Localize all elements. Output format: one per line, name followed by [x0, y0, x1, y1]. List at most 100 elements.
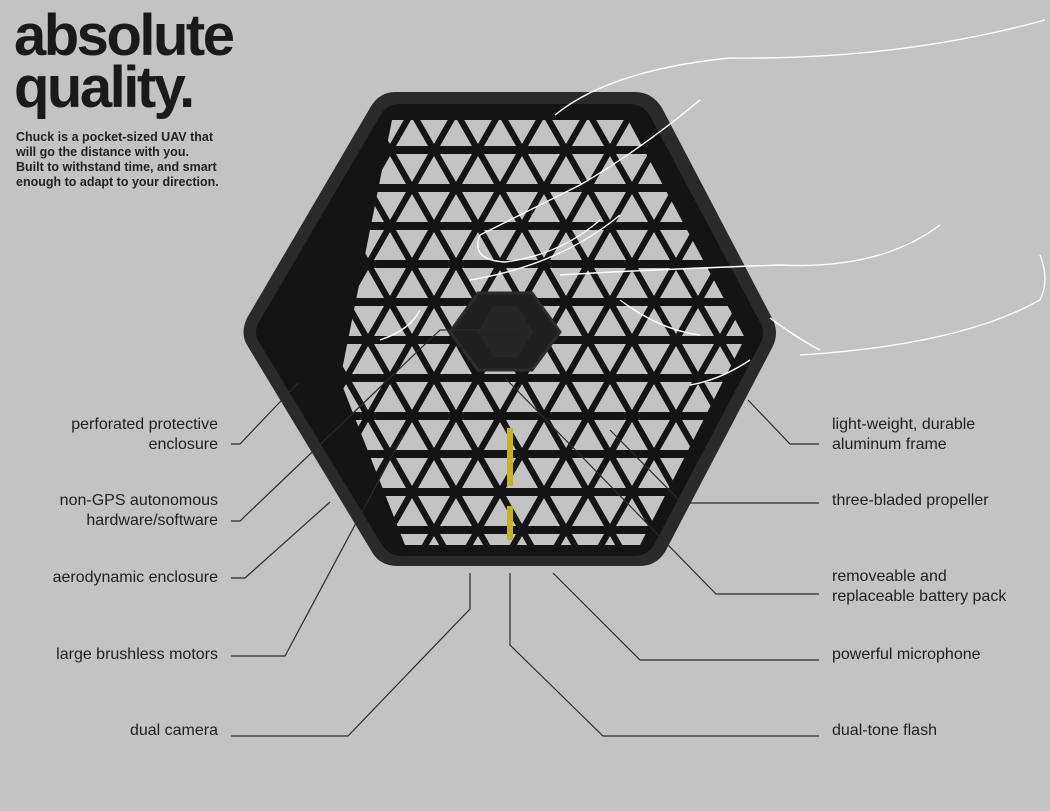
- perforation-hole: [242, 232, 274, 260]
- perforation-hole: [748, 574, 780, 602]
- intro-line: Built to withstand time, and smart: [16, 160, 217, 174]
- perforation-hole: [814, 116, 846, 144]
- perforation-hole: [242, 116, 274, 144]
- perforation-hole: [462, 420, 494, 448]
- perforation-hole: [792, 194, 824, 222]
- perforation-hole: [396, 498, 428, 526]
- perforation-hole: [242, 536, 274, 564]
- perforation-hole: [792, 498, 824, 526]
- perforation-hole: [638, 192, 670, 220]
- perforation-hole: [660, 574, 692, 602]
- hub-cap: [478, 306, 533, 357]
- perforation-hole: [770, 116, 802, 144]
- perforation-hole: [726, 536, 745, 545]
- perforation-hole: [418, 384, 450, 412]
- perforation-hole: [484, 194, 516, 222]
- perforation-hole: [638, 420, 670, 448]
- perforation-hole: [792, 306, 824, 334]
- perforation-hole: [506, 460, 538, 488]
- battery-pack-accent-lower: [507, 506, 513, 540]
- perforation-hole: [340, 344, 362, 372]
- perforation-hole: [748, 230, 780, 258]
- perforation-hole: [374, 232, 406, 260]
- perforation-hole: [528, 154, 560, 182]
- perforation-hole: [242, 192, 274, 220]
- perforation-hole: [572, 306, 604, 334]
- perforation-hole: [264, 498, 296, 526]
- perforation-hole: [352, 574, 384, 602]
- perforation-hole: [660, 270, 692, 298]
- perforation-hole: [770, 536, 802, 564]
- perforation-hole: [352, 306, 384, 334]
- perforation-hole: [792, 154, 824, 182]
- perforation-hole: [748, 498, 780, 526]
- perforation-hole: [440, 270, 472, 298]
- perforation-hole: [814, 268, 846, 296]
- perforation-hole: [308, 574, 340, 602]
- perforation-hole: [814, 384, 846, 412]
- perforation-hole: [682, 344, 714, 372]
- perforation-hole: [682, 268, 714, 296]
- perforation-hole: [528, 574, 560, 602]
- perforation-hole: [616, 458, 648, 486]
- perforation-hole: [594, 344, 626, 372]
- perforation-hole: [506, 268, 538, 296]
- perforation-hole: [340, 536, 362, 545]
- perforation-hole: [616, 194, 648, 222]
- perforation-hole: [770, 384, 802, 412]
- label-microphone: powerful microphone: [832, 645, 981, 665]
- perforation-hole: [528, 422, 560, 450]
- perforation-hole: [264, 534, 296, 562]
- label-propeller: three-bladed propeller: [832, 491, 989, 511]
- leader-dual-camera: [231, 573, 471, 737]
- label-aerodynamic-enclosure: aerodynamic enclosure: [53, 568, 218, 588]
- perforation-hole: [286, 536, 318, 564]
- label-line: removeable and: [832, 568, 947, 585]
- perforation-hole: [770, 232, 802, 260]
- perforation-hole: [418, 268, 450, 296]
- perforation-hole: [286, 460, 318, 488]
- perforation-hole: [528, 534, 560, 545]
- perforation-hole: [616, 270, 648, 298]
- perforation-hole: [308, 118, 340, 146]
- perforation-hole: [396, 270, 428, 298]
- perforation-hole: [572, 574, 604, 602]
- intro-line: enough to adapt to your direction.: [16, 175, 219, 189]
- perforation-hole: [638, 232, 670, 260]
- perforation-hole: [792, 534, 824, 562]
- perforation-hole: [836, 230, 868, 258]
- perforation-hole: [704, 534, 736, 545]
- leader-brushless-motors: [231, 434, 404, 657]
- perforation-hole: [418, 496, 450, 524]
- perforation-hole: [550, 156, 582, 184]
- leader-flash: [509, 573, 819, 737]
- perforation-hole: [286, 116, 318, 144]
- perforation-hole: [440, 154, 472, 182]
- hand-outline: [379, 19, 1046, 386]
- perforation-hole: [374, 420, 406, 448]
- label-line: dual-tone flash: [832, 722, 937, 739]
- perforation-hole: [682, 384, 714, 412]
- battery-pack-accent: [507, 428, 513, 486]
- perforation-hole: [572, 498, 604, 526]
- perforation-hole: [440, 194, 472, 222]
- perforation-hole: [638, 268, 670, 296]
- perforation-hole: [594, 192, 626, 220]
- perforation-hole: [682, 536, 714, 545]
- label-line: hardware/software: [86, 512, 218, 529]
- perforation-hole: [704, 498, 736, 526]
- perforation-hole: [572, 346, 604, 374]
- perforation-hole: [396, 458, 428, 486]
- perforation-hole: [264, 154, 296, 182]
- label-line: powerful microphone: [832, 646, 981, 663]
- perforation-hole: [748, 458, 780, 486]
- perforation-hole: [220, 498, 252, 526]
- perforation-hole: [550, 496, 582, 524]
- label-line: non-GPS autonomous: [59, 492, 218, 509]
- perforation-hole: [506, 232, 538, 260]
- perforation-hole: [814, 156, 846, 184]
- label-line: aerodynamic enclosure: [52, 569, 218, 586]
- perforation-hole: [440, 534, 472, 545]
- perforation-hole: [572, 458, 604, 486]
